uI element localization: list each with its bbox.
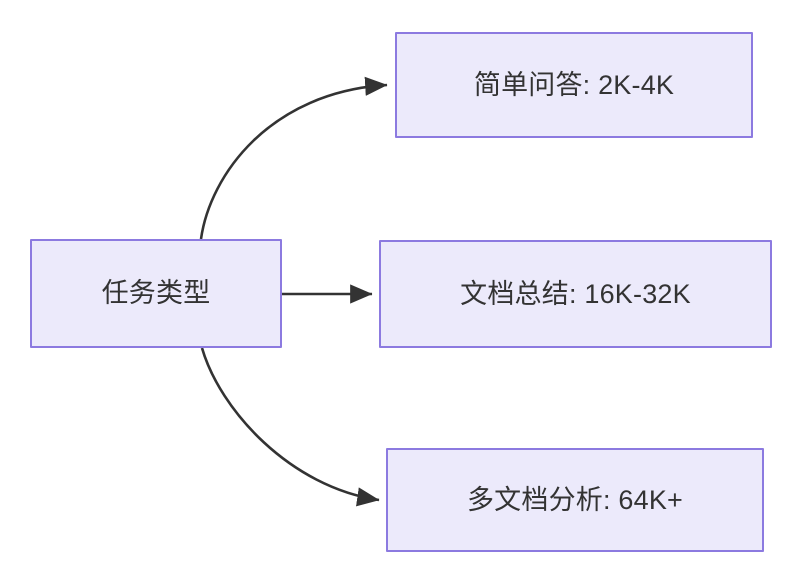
edge-root-to-simple-qa bbox=[199, 76, 388, 240]
node-multi-doc-analysis-label: 多文档分析: 64K+ bbox=[466, 484, 683, 515]
node-simple-qa-label: 简单问答: 2K-4K bbox=[473, 69, 675, 100]
node-task-type-label: 任务类型 bbox=[101, 278, 211, 309]
node-multi-doc-analysis[interactable]: 多文档分析: 64K+ bbox=[386, 448, 764, 552]
node-simple-qa[interactable]: 简单问答: 2K-4K bbox=[395, 32, 753, 138]
edge-root-to-multi-doc bbox=[200, 347, 380, 507]
node-task-type[interactable]: 任务类型 bbox=[30, 239, 282, 348]
node-doc-summary[interactable]: 文档总结: 16K-32K bbox=[379, 240, 772, 348]
node-doc-summary-label: 文档总结: 16K-32K bbox=[460, 278, 691, 309]
